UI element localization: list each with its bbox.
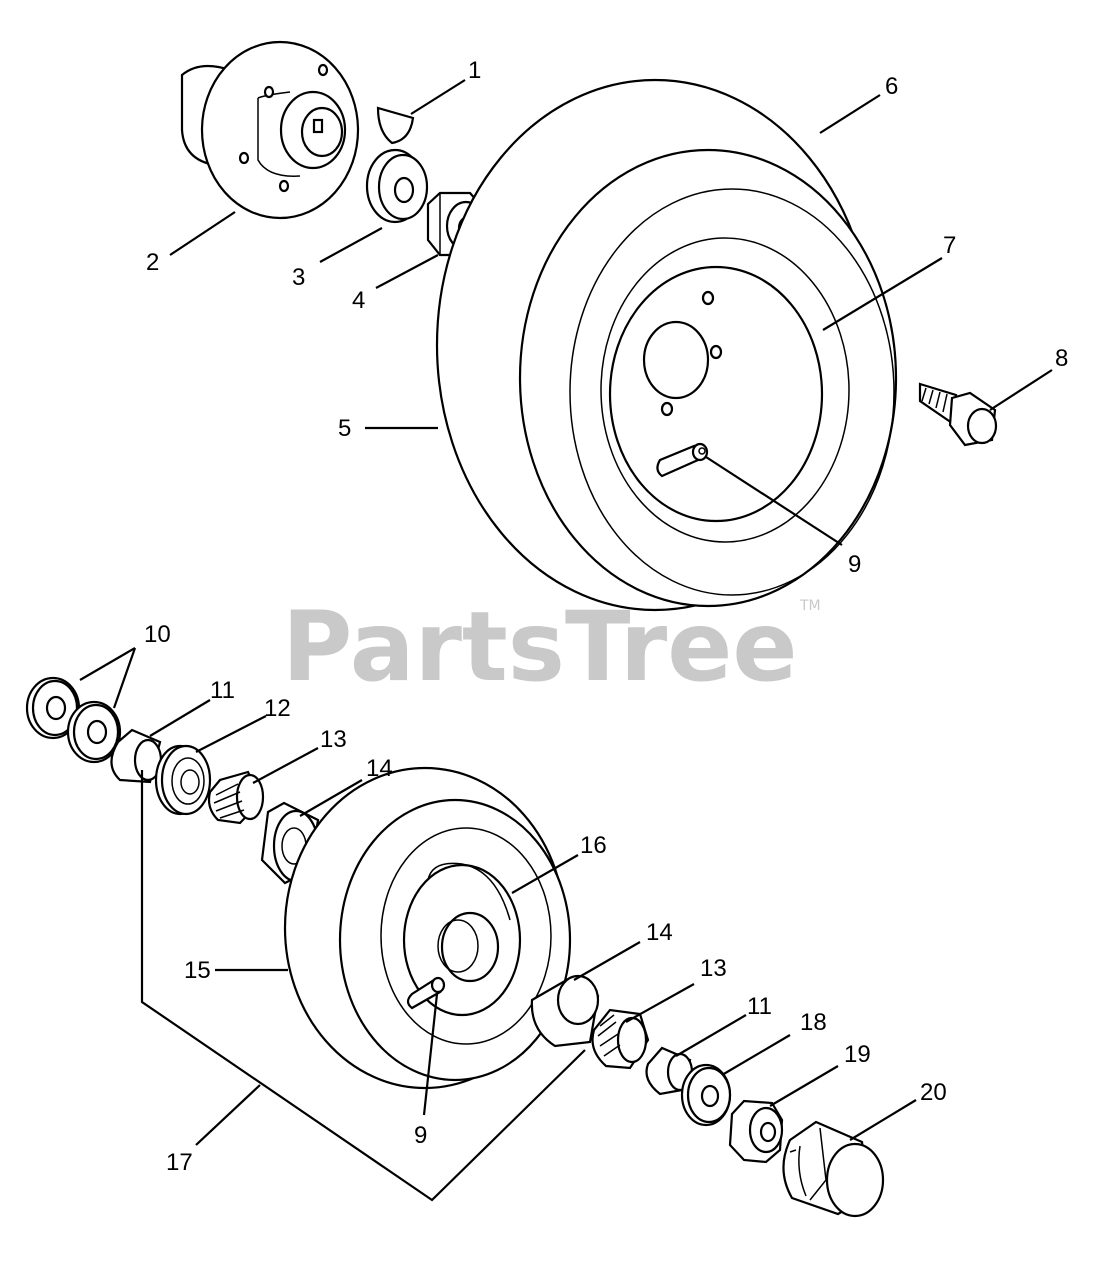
callout-5: 5 (338, 415, 351, 442)
part-roller-bearing-lower (591, 1008, 650, 1070)
callout-14-upper: 14 (366, 755, 393, 782)
callout-11-upper: 11 (210, 677, 235, 704)
callout-8: 8 (1055, 345, 1068, 372)
part-washers-pair (25, 676, 122, 764)
callout-16: 16 (580, 832, 607, 859)
callout-4: 4 (352, 287, 365, 314)
part-key (376, 106, 415, 145)
callout-6: 6 (885, 73, 898, 100)
callout-2: 2 (146, 249, 159, 276)
part-roller-bearing-upper (207, 770, 265, 825)
callout-18: 18 (800, 1009, 827, 1036)
part-large-wheel (435, 78, 898, 612)
callout-15: 15 (184, 957, 211, 984)
callout-3: 3 (292, 264, 305, 291)
part-hub (180, 40, 360, 220)
callout-11-lower: 11 (747, 993, 772, 1020)
callout-13-upper: 13 (320, 726, 347, 753)
callout-9-lower: 9 (414, 1122, 427, 1149)
callout-7: 7 (943, 232, 956, 259)
callout-20: 20 (920, 1079, 947, 1106)
callout-17: 17 (166, 1149, 193, 1176)
watermark-trademark: TM (799, 598, 821, 614)
part-axle-cap (782, 1120, 885, 1218)
callout-10: 10 (144, 621, 171, 648)
part-washer-lower (680, 1063, 732, 1127)
watermark-text: PartsTree (282, 591, 797, 703)
callout-13-lower: 13 (700, 955, 727, 982)
part-bushing-lower (530, 974, 600, 1048)
part-lug-bolt (918, 382, 998, 447)
part-washer (365, 148, 429, 224)
part-small-wheel (283, 766, 572, 1090)
callout-1: 1 (468, 57, 481, 84)
callout-9-upper: 9 (848, 551, 861, 578)
callout-14-lower: 14 (646, 919, 673, 946)
part-bearing (154, 744, 212, 816)
callout-12: 12 (264, 695, 291, 722)
watermark: PartsTree TM (282, 591, 821, 703)
part-nut-lower (728, 1099, 784, 1164)
callout-labels: 1 2 3 4 5 6 7 8 9 10 11 12 13 14 15 16 1… (144, 57, 1068, 1176)
leader-lines (79, 79, 1053, 1202)
callout-19: 19 (844, 1041, 871, 1068)
